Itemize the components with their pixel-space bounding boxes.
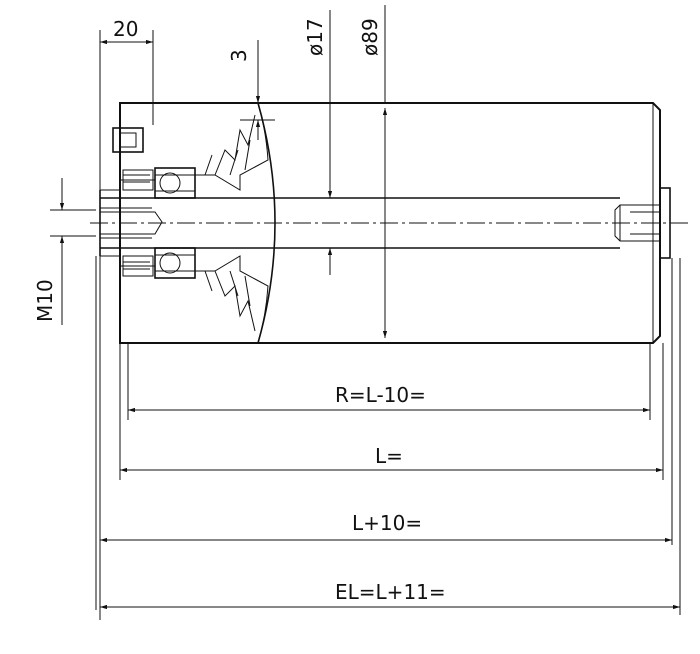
dim-tube-length: L= [120, 444, 663, 473]
dim-thread: M10 [33, 178, 65, 325]
dim-shaft-length-label: L+10= [352, 511, 422, 535]
shaft-right-end [614, 187, 671, 259]
seal-fins-upper [204, 114, 256, 176]
roller-body [90, 102, 690, 344]
dim-bearing-length: R=L-10= [128, 383, 650, 413]
dim-bearing-length-label: R=L-10= [335, 383, 426, 407]
seal-fins-lower [204, 270, 256, 332]
seal-block-lower [122, 255, 154, 277]
bearing-lower [154, 247, 196, 279]
dim-overall-length: EL=L+11= [100, 580, 680, 610]
end-cap-upper-section [119, 102, 269, 191]
dim-thread-label: M10 [33, 279, 57, 322]
bearing-upper [154, 167, 196, 199]
dim-tube-length-label: L= [375, 444, 403, 468]
seal-block-upper [112, 127, 154, 191]
dim-groove-depth-label: 3 [227, 49, 251, 62]
dim-flange-width: 20 [100, 17, 153, 45]
dim-tube-diameter: ø89 [358, 5, 388, 338]
dim-tube-diameter-label: ø89 [358, 18, 382, 56]
extension-lines [50, 30, 681, 620]
dim-shaft-diameter-label: ø17 [303, 18, 327, 56]
dim-shaft-length: L+10= [100, 511, 672, 543]
dim-groove-depth: 3 [227, 40, 261, 140]
dim-shaft-diameter: ø17 [303, 10, 333, 275]
dim-overall-length-label: EL=L+11= [335, 580, 446, 604]
dim-flange-width-label: 20 [113, 17, 138, 41]
